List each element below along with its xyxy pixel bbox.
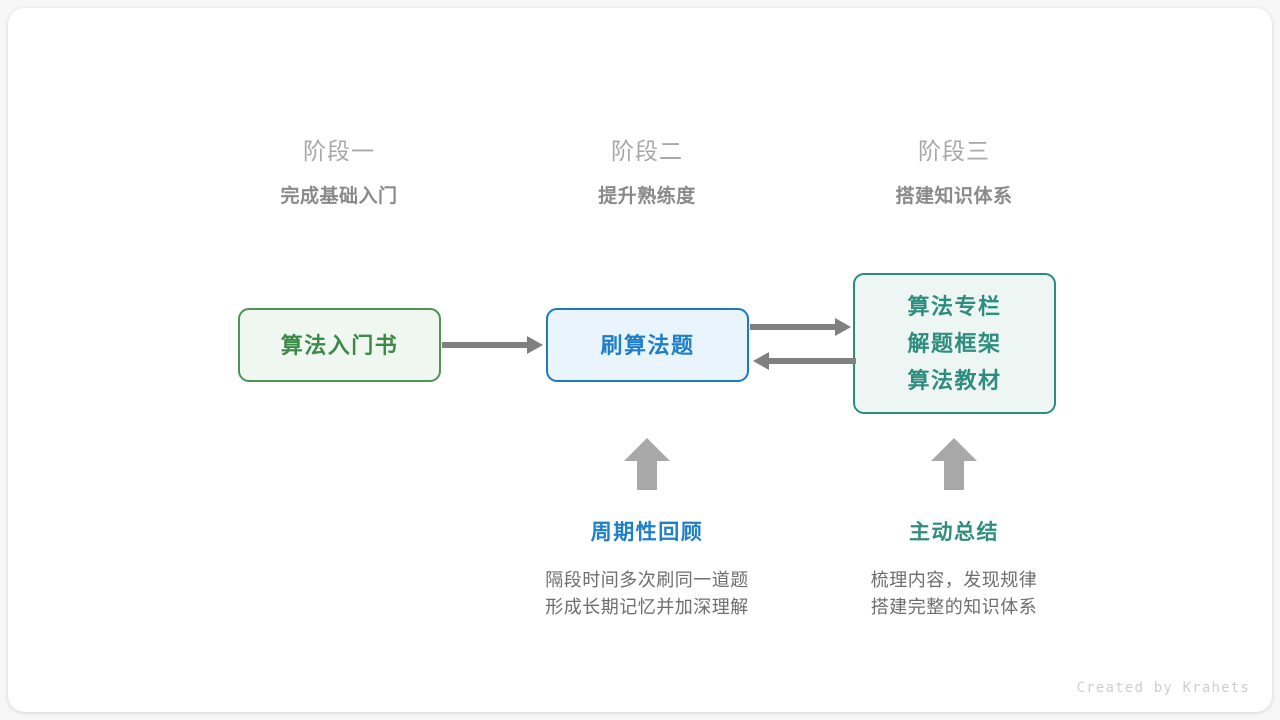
caption-description: 隔段时间多次刷同一道题 形成长期记忆并加深理解 (497, 567, 797, 621)
stage-header-3: 阶段三 搭建知识体系 (824, 136, 1084, 211)
caption-active-summary: 主动总结 梳理内容，发现规律 搭建完整的知识体系 (804, 518, 1104, 621)
node-algorithm-intro-book: 算法入门书 (238, 308, 441, 382)
stage-title-3: 阶段三 (918, 138, 990, 164)
arrow-up-summary-icon (931, 438, 977, 490)
stage-header-2: 阶段二 提升熟练度 (517, 136, 777, 211)
credit-text: Created by Krahets (1076, 680, 1250, 696)
node-line: 算法入门书 (280, 332, 399, 358)
arrow-up-shaft (944, 460, 964, 490)
stage-subtitle-1: 完成基础入门 (280, 186, 398, 207)
arrow-practice-to-resources-shaft (750, 324, 837, 330)
arrow-up-head (931, 438, 977, 461)
stage-title-1: 阶段一 (303, 138, 375, 164)
node-learning-resources: 算法专栏 解题框架 算法教材 (853, 273, 1056, 414)
caption-description-line: 隔段时间多次刷同一道题 (545, 570, 749, 590)
arrow-up-review-icon (624, 438, 670, 490)
node-line: 解题框架 (907, 331, 1002, 356)
node-practice-problems: 刷算法题 (546, 308, 749, 382)
caption-description-line: 梳理内容，发现规律 (870, 570, 1038, 590)
caption-description-line: 形成长期记忆并加深理解 (545, 597, 749, 617)
arrow-book-to-practice-head-icon (527, 336, 543, 354)
arrow-up-shaft (637, 460, 657, 490)
arrow-book-to-practice-shaft (442, 342, 529, 348)
caption-periodic-review: 周期性回顾 隔段时间多次刷同一道题 形成长期记忆并加深理解 (497, 518, 797, 621)
stage-subtitle-3: 搭建知识体系 (895, 186, 1013, 207)
caption-description: 梳理内容，发现规律 搭建完整的知识体系 (804, 567, 1104, 621)
arrow-resources-to-practice-shaft (769, 358, 856, 364)
arrow-up-head (624, 438, 670, 461)
arrow-resources-to-practice-head-icon (753, 352, 769, 370)
stage-subtitle-2: 提升熟练度 (598, 186, 696, 207)
arrow-practice-to-resources-head-icon (835, 318, 851, 336)
node-line: 算法教材 (907, 368, 1002, 393)
stage-title-2: 阶段二 (611, 138, 683, 164)
caption-title: 主动总结 (909, 521, 999, 544)
caption-description-line: 搭建完整的知识体系 (870, 597, 1038, 617)
diagram-card: 阶段一 完成基础入门 阶段二 提升熟练度 阶段三 搭建知识体系 算法入门书 刷算… (8, 8, 1272, 712)
node-line: 算法专栏 (907, 294, 1002, 319)
caption-title: 周期性回顾 (590, 521, 704, 544)
stage-header-1: 阶段一 完成基础入门 (209, 136, 469, 211)
node-line: 刷算法题 (600, 332, 695, 358)
